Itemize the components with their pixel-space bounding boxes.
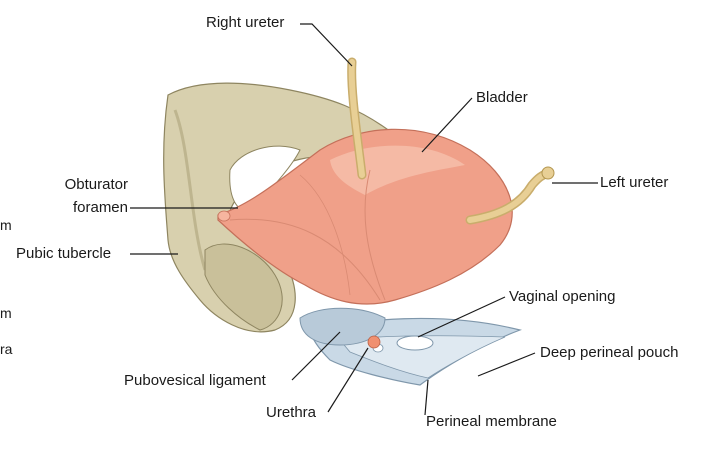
label-obturator-line2: foramen (52, 199, 128, 217)
cropped-label-3: ra (0, 341, 12, 357)
label-deep-perineal-pouch: Deep perineal pouch (540, 344, 678, 362)
leader-right-ureter (300, 24, 352, 66)
vaginal-opening-shape (397, 336, 433, 350)
label-bladder: Bladder (476, 89, 528, 107)
label-right-ureter: Right ureter (206, 14, 284, 32)
label-pubic-tubercle: Pubic tubercle (16, 245, 111, 263)
cropped-label-2: m (0, 305, 12, 321)
perineal-membrane-shape (300, 308, 520, 385)
label-pubovesical-ligament: Pubovesical ligament (124, 372, 266, 390)
label-obturator-line1: Obturator (52, 176, 128, 194)
label-urethra: Urethra (266, 404, 316, 422)
urethra-shape (368, 336, 380, 348)
leader-deep-perineal-pouch (478, 353, 535, 376)
leader-perineal-membrane (425, 380, 428, 415)
label-vaginal-opening: Vaginal opening (509, 288, 615, 306)
cropped-label-1: m (0, 217, 12, 233)
label-left-ureter: Left ureter (600, 174, 668, 192)
label-perineal-membrane: Perineal membrane (426, 413, 557, 431)
